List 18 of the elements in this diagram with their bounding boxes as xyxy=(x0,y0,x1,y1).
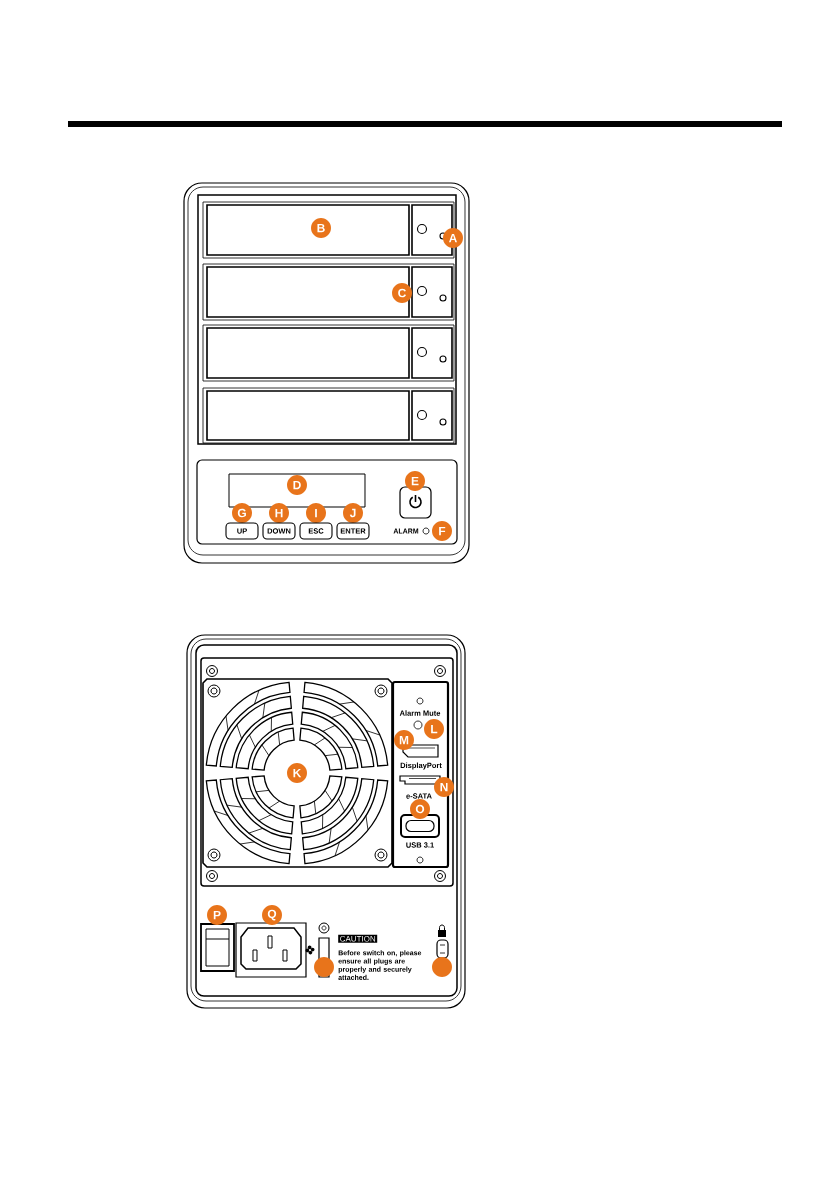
callout-number: M xyxy=(394,730,414,750)
callout-number: A xyxy=(443,228,463,248)
callout-number: F xyxy=(432,521,452,541)
callout-number: I xyxy=(306,503,326,523)
callout-number: E xyxy=(405,471,425,491)
callout-number: D xyxy=(287,475,307,495)
callout-number: B xyxy=(311,218,331,238)
callout-number: Q xyxy=(262,905,282,925)
callout-number: L xyxy=(424,719,444,739)
callout-number: P xyxy=(207,905,227,925)
callout-number: N xyxy=(434,777,454,797)
callout-number: K xyxy=(287,763,307,783)
callout-number: O xyxy=(410,799,430,819)
callout-number: H xyxy=(269,503,289,523)
callout-number: C xyxy=(392,283,412,303)
caution-badge: CAUTION xyxy=(338,934,378,943)
callout-number: J xyxy=(343,503,363,523)
callout-number: G xyxy=(232,503,252,523)
